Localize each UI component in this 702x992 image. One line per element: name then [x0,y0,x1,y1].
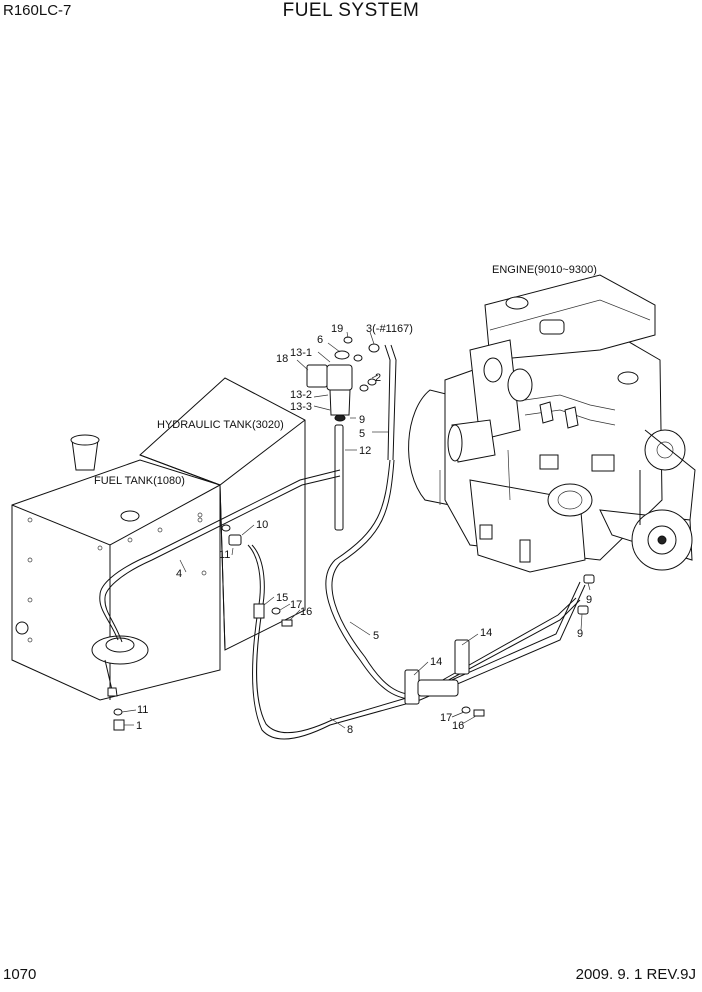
callout-17-upper: 17 [290,599,302,611]
callout-6: 6 [317,334,323,346]
callout-8: 8 [347,724,353,736]
callout-11-upper: 11 [219,549,230,561]
callout-17-lower: 17 [440,712,452,724]
revision-date: 2009. 9. 1 REV.9J [575,966,696,983]
callout-2: 2 [375,372,381,384]
callout-9-right-lower: 9 [577,628,583,640]
callout-9-filter: 9 [359,414,365,426]
callout-5-upper: 5 [359,428,365,440]
callout-13-2: 13-2 [290,389,312,401]
callout-16-lower: 16 [452,720,464,732]
fuel-tank-illustration [11,434,221,701]
callout-14-left: 14 [430,656,442,668]
callout-16-upper: 16 [300,606,312,618]
callout-15: 15 [276,592,288,604]
fuel-tank-label: FUEL TANK(1080) [94,475,185,487]
callout-10: 10 [256,519,268,531]
callout-11-lower: 11 [137,704,148,716]
callout-4: 4 [176,568,182,580]
callout-12: 12 [359,445,371,457]
callout-13-3: 13-3 [290,401,312,413]
engine-illustration [408,274,696,573]
callout-5-lower: 5 [373,630,379,642]
callout-13-1: 13-1 [290,347,312,359]
engine-label: ENGINE(9010~9300) [492,264,597,276]
fuel-filter-assembly [306,336,397,531]
callout-14-right: 14 [480,627,492,639]
callout-19: 19 [331,323,343,335]
hydraulic-tank-label: HYDRAULIC TANK(3020) [157,419,284,431]
callout-9-right-upper: 9 [586,594,592,606]
callout-1: 1 [136,720,142,732]
page-number: 1070 [3,966,37,983]
model-code: R160LC-7 [3,2,72,19]
fuel-lines [99,459,595,740]
leader-lines [121,331,591,729]
callout-3: 3(-#1167) [366,323,413,335]
page-title: FUEL SYSTEM [282,0,420,21]
callout-18: 18 [276,353,288,365]
